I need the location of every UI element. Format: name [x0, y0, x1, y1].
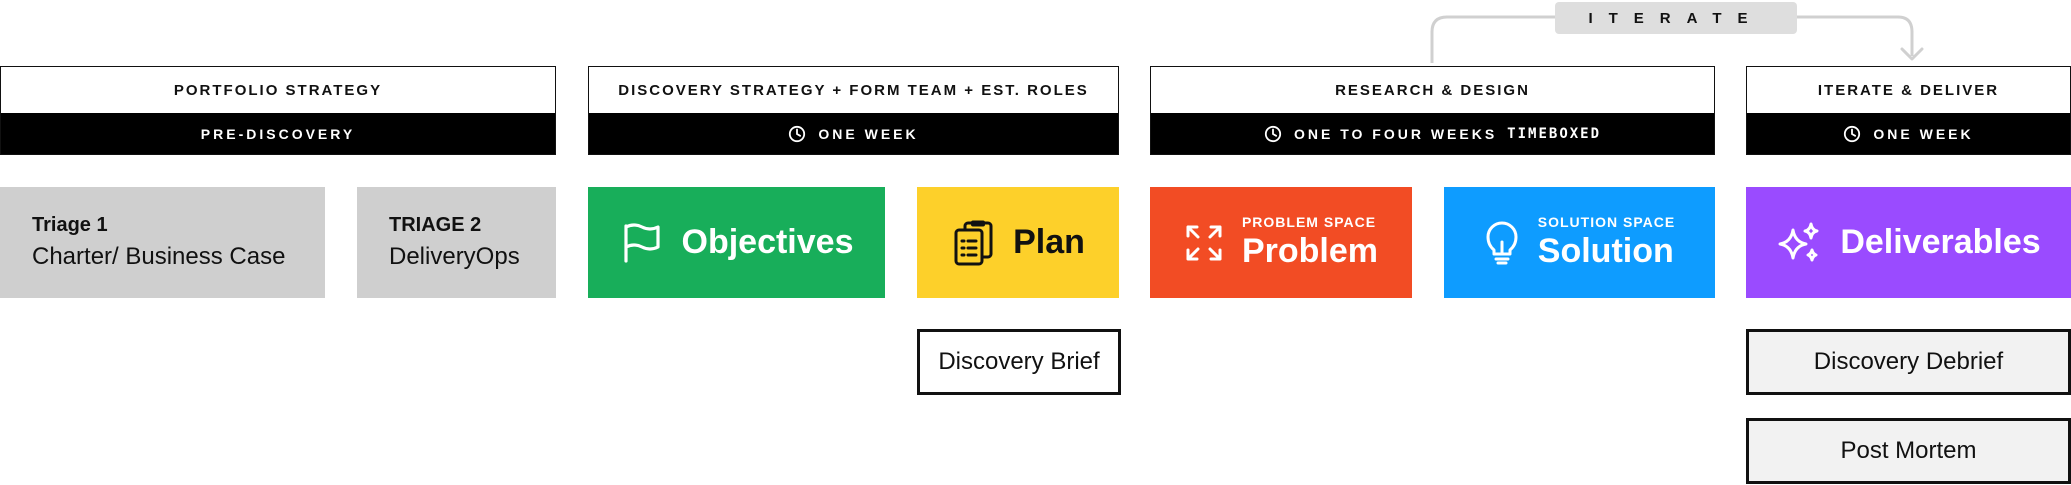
phase-bar-timeboxed: TIMEBOXED: [1507, 125, 1602, 142]
phase-discovery-strategy: DISCOVERY STRATEGY + FORM TEAM + EST. RO…: [588, 66, 1119, 155]
triage-2-card: TRIAGE 2 DeliveryOps: [357, 187, 556, 298]
iterate-loop-connector: [1430, 15, 1924, 63]
clock-icon: [789, 125, 806, 142]
solution-card: SOLUTION SPACE Solution: [1444, 187, 1715, 298]
phase-bar-label: ONE WEEK: [1873, 125, 1974, 142]
phase-bar-label: PRE-DISCOVERY: [200, 125, 356, 142]
clock-icon: [1264, 125, 1282, 142]
deliverables-card: Deliverables: [1746, 187, 2071, 298]
phase-bar-label: ONE WEEK: [818, 125, 919, 142]
problem-card: PROBLEM SPACE Problem: [1150, 187, 1412, 298]
solution-title: Solution: [1537, 232, 1674, 270]
phase-iterate-deliver: ITERATE & DELIVER ONE WEEK: [1746, 66, 2071, 155]
iterate-label: ITERATE: [1555, 2, 1797, 34]
solution-eyebrow: SOLUTION SPACE: [1537, 214, 1676, 230]
discovery-debrief-box: Discovery Debrief: [1746, 329, 2071, 395]
problem-eyebrow: PROBLEM SPACE: [1241, 214, 1377, 230]
sparkles-icon: [1778, 222, 1819, 261]
lightbulb-icon: [1486, 221, 1518, 264]
problem-title: Problem: [1241, 232, 1379, 270]
phase-bar: ONE WEEK: [589, 113, 1118, 154]
expand-arrows-icon: [1186, 225, 1222, 260]
plan-card: Plan: [917, 187, 1119, 298]
discovery-debrief-label: Discovery Debrief: [1813, 348, 2004, 375]
discovery-brief-label: Discovery Brief: [938, 348, 1100, 375]
triage-2-subtitle: DeliveryOps: [389, 243, 520, 270]
phase-title: PORTFOLIO STRATEGY: [173, 81, 383, 99]
triage-2-title: TRIAGE 2: [389, 214, 482, 236]
triage-1-title: Triage 1: [32, 214, 108, 236]
phase-bar-label: ONE TO FOUR WEEKS: [1293, 125, 1498, 142]
phase-title: ITERATE & DELIVER: [1817, 81, 2000, 99]
triage-1-card: Triage 1 Charter/ Business Case: [0, 187, 325, 298]
phase-title: RESEARCH & DESIGN: [1335, 81, 1530, 99]
flag-icon: [623, 222, 660, 263]
clipboard-icon: [954, 220, 993, 265]
triage-1-subtitle: Charter/ Business Case: [32, 243, 286, 270]
phase-research-design: RESEARCH & DESIGN ONE TO FOUR WEEKS TIME…: [1150, 66, 1715, 155]
phase-bar: PRE-DISCOVERY: [1, 113, 555, 154]
phase-portfolio-strategy: PORTFOLIO STRATEGY PRE-DISCOVERY: [0, 66, 556, 155]
deliverables-title: Deliverables: [1840, 223, 2041, 261]
plan-title: Plan: [1013, 223, 1085, 261]
post-mortem-box: Post Mortem: [1746, 418, 2071, 484]
phase-title: DISCOVERY STRATEGY + FORM TEAM + EST. RO…: [618, 81, 1089, 99]
objectives-title: Objectives: [681, 223, 854, 261]
discovery-brief-box: Discovery Brief: [917, 329, 1121, 395]
objectives-card: Objectives: [588, 187, 885, 298]
clock-icon: [1844, 125, 1861, 142]
phase-bar: ONE WEEK: [1747, 113, 2070, 154]
post-mortem-label: Post Mortem: [1840, 437, 1977, 464]
phase-bar: ONE TO FOUR WEEKS TIMEBOXED: [1151, 113, 1714, 154]
